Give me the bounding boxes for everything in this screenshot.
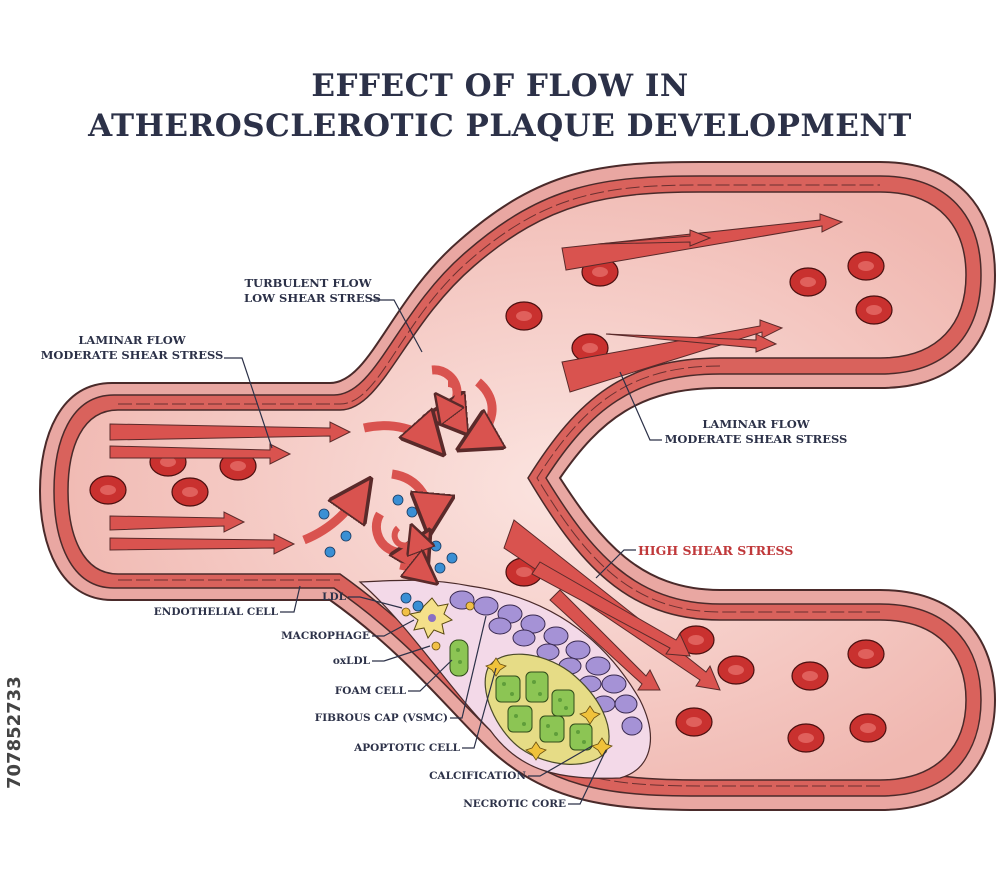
label-high-shear-stress: HIGH SHEAR STRESS bbox=[638, 543, 794, 558]
label-laminar-right: LAMINAR FLOW MODERATE SHEAR STRESS bbox=[664, 417, 848, 447]
turbulent-flow-arrows bbox=[302, 365, 492, 578]
label-ldl: LDL bbox=[322, 591, 346, 603]
oxldl-particles bbox=[401, 601, 475, 651]
rbc-centers bbox=[100, 261, 882, 743]
laminar-flow-arrows-upper bbox=[561, 213, 844, 393]
title-line-2: ATHEROSCLEROTIC PLAQUE DEVELOPMENT bbox=[88, 108, 912, 144]
label-laminar-left-line1: LAMINAR FLOW bbox=[78, 333, 186, 347]
foam-cell-vacuoles bbox=[456, 648, 586, 744]
label-foam-cell: FOAM CELL bbox=[334, 685, 406, 697]
macrophage-nucleus bbox=[428, 614, 436, 622]
label-laminar-right-line2: MODERATE SHEAR STRESS bbox=[664, 432, 848, 446]
label-macrophage: MACROPHAGE bbox=[281, 630, 370, 642]
label-leader-lines bbox=[224, 299, 662, 805]
label-fibrous-cap: FIBROUS CAP (VSMC) bbox=[314, 712, 448, 724]
label-turbulent-flow: TURBULENT FLOW LOW SHEAR STRESS bbox=[244, 276, 381, 306]
high-shear-arrows bbox=[503, 519, 721, 691]
title-line-1: EFFECT OF FLOW IN bbox=[311, 68, 689, 104]
label-calcification: CALCIFICATION bbox=[429, 770, 526, 782]
label-laminar-right-line1: LAMINAR FLOW bbox=[702, 417, 810, 431]
label-apoptotic-cell: APOPTOTIC CELL bbox=[354, 742, 460, 754]
stock-id-text: 707852733 bbox=[4, 676, 25, 790]
label-necrotic-core: NECROTIC CORE bbox=[463, 798, 566, 810]
foam-cells bbox=[449, 639, 593, 751]
label-laminar-left-line2: MODERATE SHEAR STRESS bbox=[40, 348, 224, 362]
laminar-flow-arrows-left bbox=[109, 421, 352, 555]
label-oxldl: oxLDL bbox=[332, 655, 370, 667]
label-turbulent-line2: LOW SHEAR STRESS bbox=[244, 291, 381, 305]
label-turbulent-line1: TURBULENT FLOW bbox=[244, 276, 372, 290]
label-laminar-left: LAMINAR FLOW MODERATE SHEAR STRESS bbox=[40, 333, 224, 363]
label-endothelial-cell: ENDOTHELIAL CELL bbox=[153, 606, 278, 618]
